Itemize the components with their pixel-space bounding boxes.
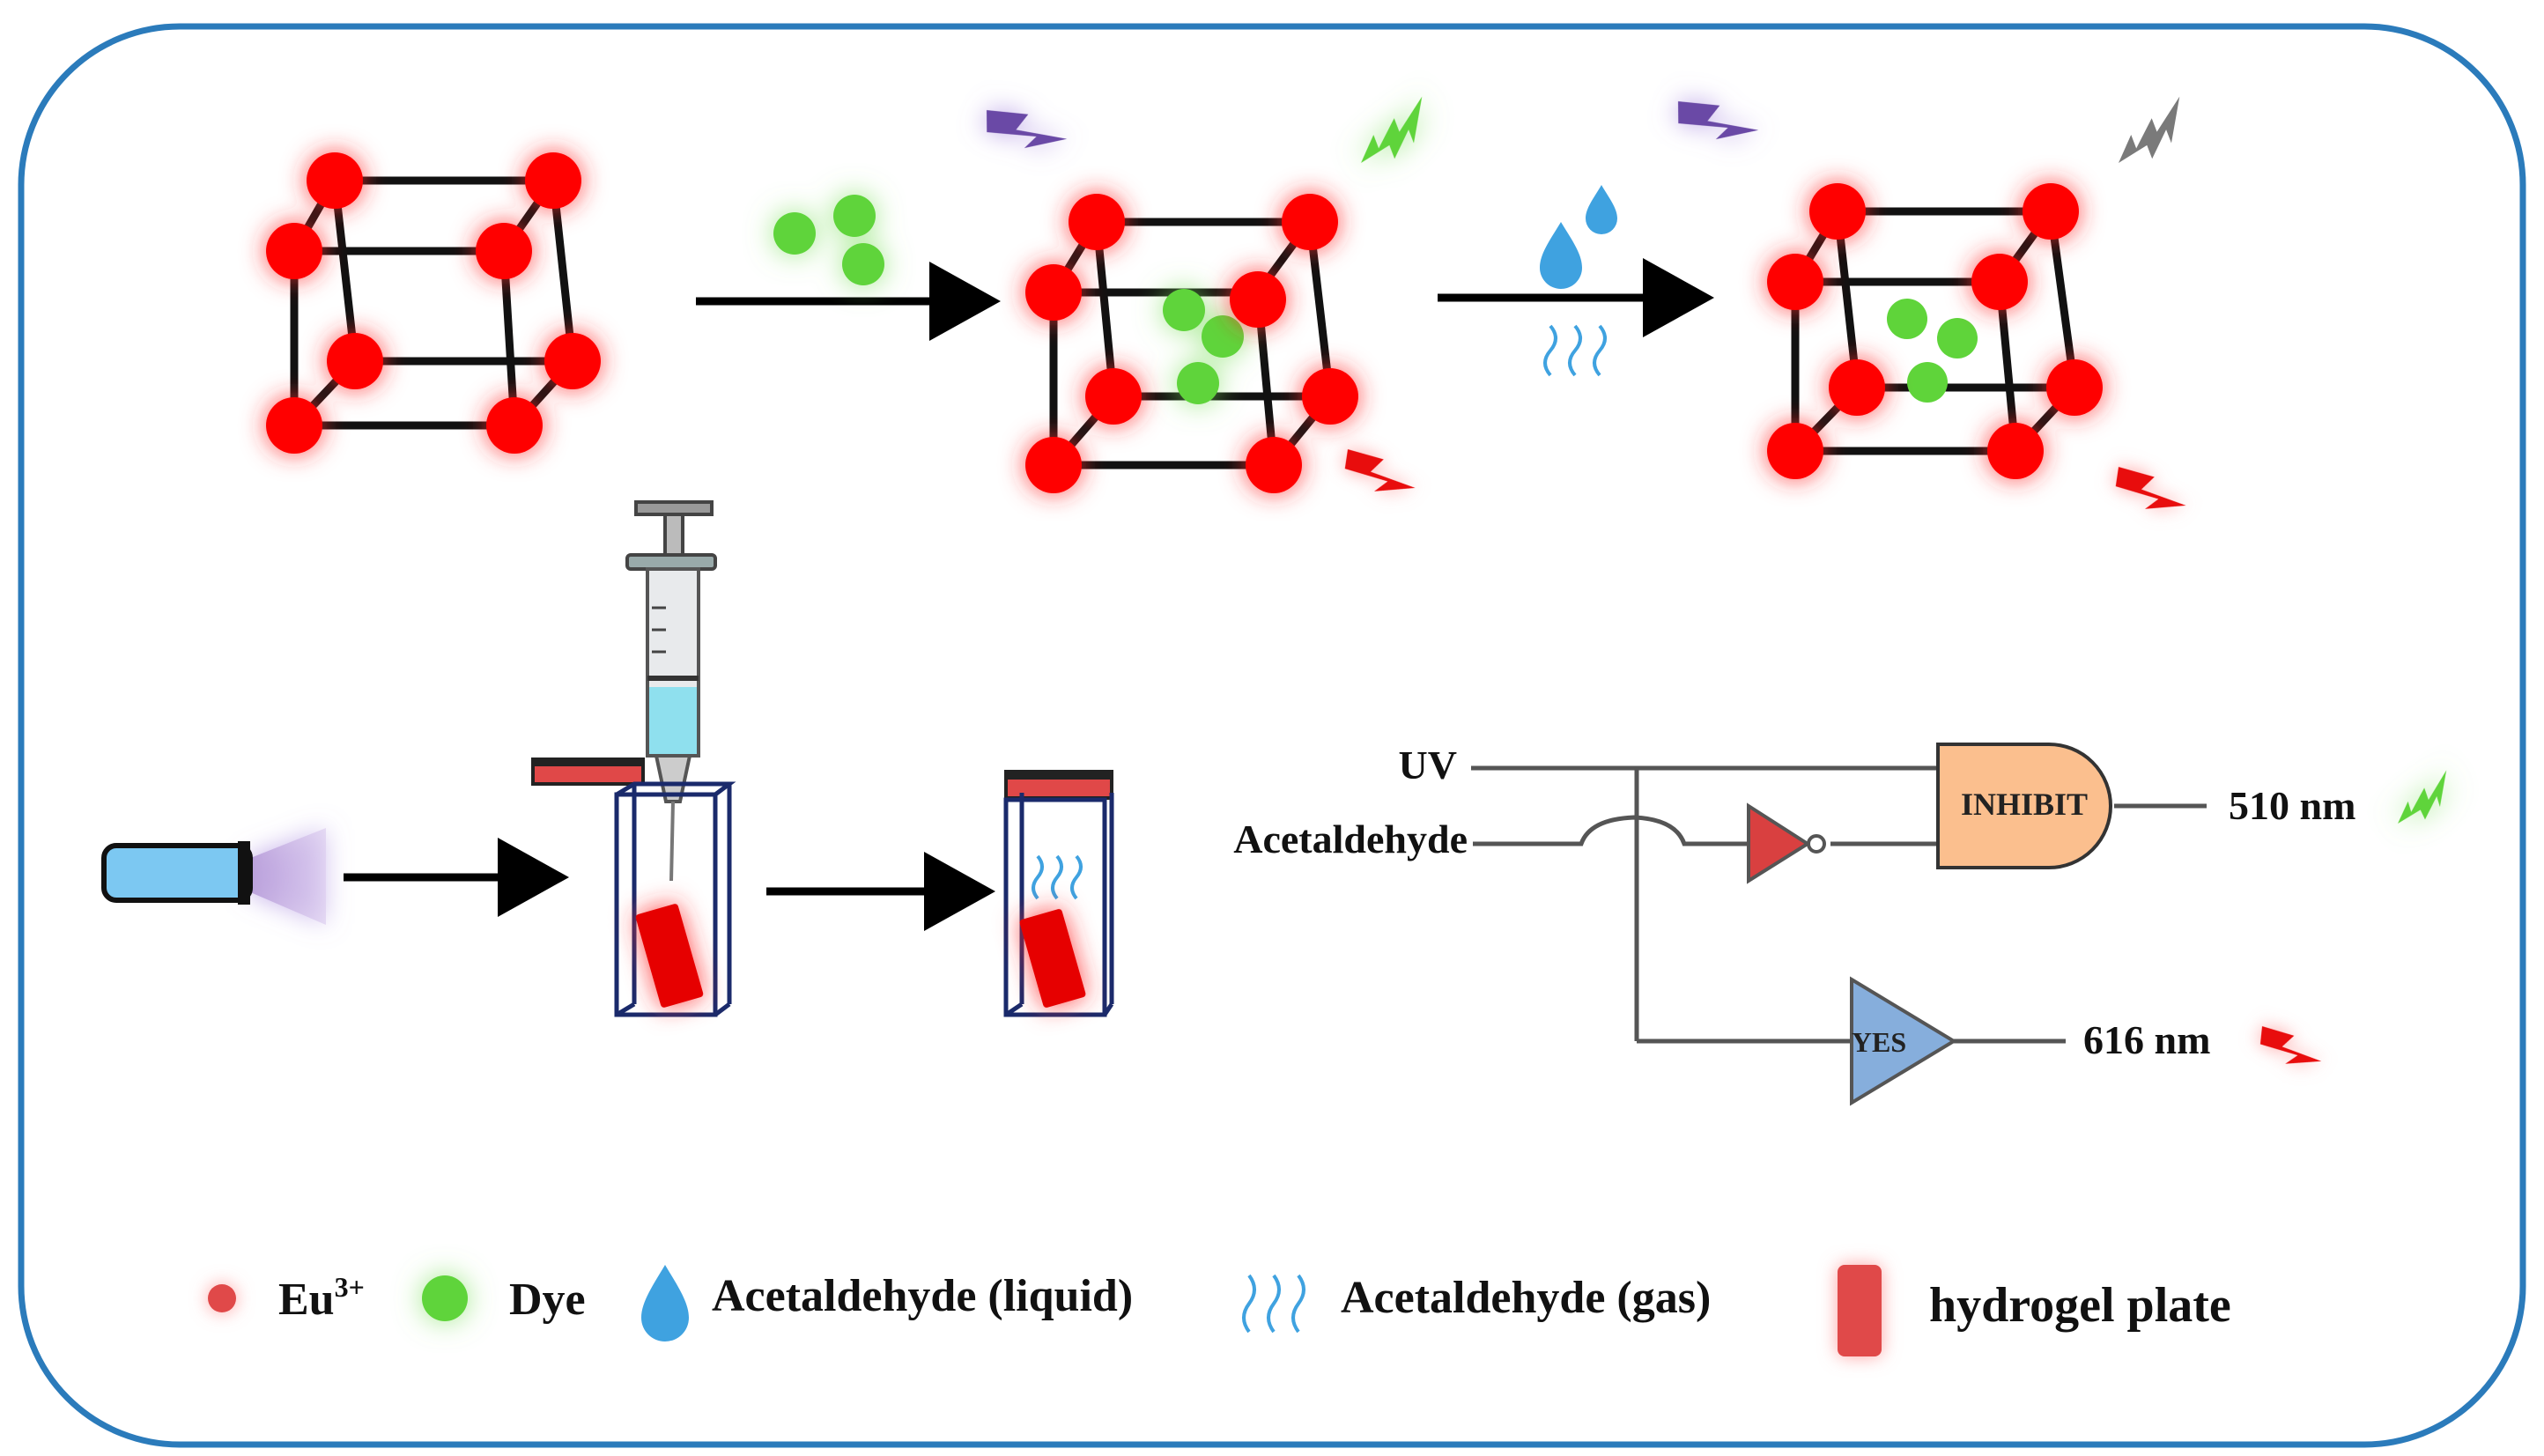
uv-lightning-icon <box>987 110 1068 149</box>
red-lightning-icon-2 <box>2115 467 2186 509</box>
not-gate <box>1747 802 1826 884</box>
output-510-label: 510 nm <box>2229 783 2355 828</box>
input-acetaldehyde-label: Acetaldehyde <box>1233 817 1468 861</box>
syringe-icon <box>625 500 717 882</box>
legend-dye-icon <box>422 1275 468 1321</box>
legend-eu-label: Eu3+ <box>278 1271 365 1325</box>
gray-lightning-icon <box>2119 96 2180 163</box>
flashlight-icon <box>101 828 326 925</box>
input-uv-label: UV <box>1399 743 1457 787</box>
inhibit-gate-label: INHIBIT <box>1961 787 2088 822</box>
uv-lightning-icon-2 <box>1678 101 1759 140</box>
cuvette-icon <box>531 758 736 1017</box>
logic-circuit <box>1471 765 2207 1044</box>
wavy-lines-icon <box>1543 324 1607 377</box>
output-616-label: 616 nm <box>2083 1017 2210 1062</box>
legend-hydrogel-label: hydrogel plate <box>1929 1278 2231 1333</box>
cube-after-acetaldehyde <box>1767 183 2103 479</box>
legend-gas-label: Acetaldehyde (gas) <box>1341 1273 1711 1323</box>
hydrogel-plate <box>635 904 704 1008</box>
cube-dye-loaded <box>1025 194 1358 493</box>
legend-eu-icon <box>208 1284 236 1312</box>
legend-hydrogel-icon <box>1838 1265 1882 1356</box>
legend: Eu3+ Dye Acetaldehyde (liquid) Acetaldeh… <box>208 1265 2231 1356</box>
legend-dye-label: Dye <box>509 1275 586 1325</box>
inhibit-gate: INHIBIT <box>1936 743 2112 869</box>
green-lightning-icon <box>1361 96 1423 163</box>
dye-cluster <box>773 195 884 285</box>
outer-frame <box>18 23 2526 1448</box>
legend-liquid-label: Acetaldehyde (liquid) <box>712 1271 1133 1321</box>
yes-gate: YES <box>1850 976 1957 1106</box>
red-lightning-icon <box>1344 449 1416 491</box>
cuvette-sealed-icon <box>1003 770 1114 1017</box>
legend-wavy-lines-icon <box>1242 1274 1305 1334</box>
legend-droplet-icon <box>641 1265 689 1341</box>
yes-gate-label: YES <box>1852 1026 1906 1058</box>
red-lightning-icon-3 <box>2259 1026 2322 1064</box>
droplet-icon <box>1540 185 1617 289</box>
legend-eu-superscript: 3+ <box>335 1271 365 1303</box>
hydrogel-plate-2 <box>1019 909 1086 1008</box>
green-lightning-icon-3 <box>2398 770 2447 824</box>
cube-empty <box>266 152 601 454</box>
